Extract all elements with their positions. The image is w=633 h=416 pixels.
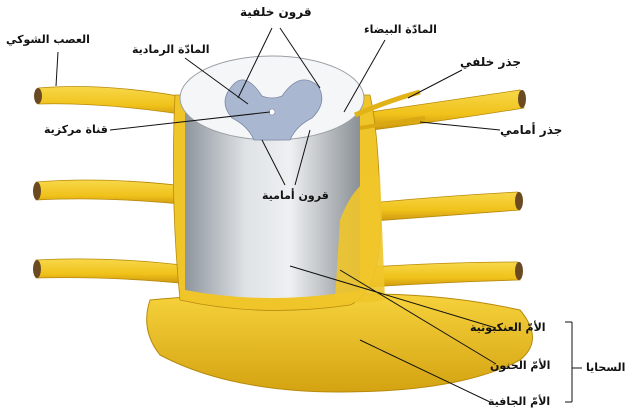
leader-dorsal-root (408, 70, 462, 98)
nerve-end-cap (515, 192, 523, 210)
dura-mater-base (147, 294, 533, 392)
label-posterior-horns: قرون خلفية (240, 6, 312, 18)
label-dura-mater: الأمّ الجافية (488, 396, 550, 407)
label-arachnoid: الأمّ العنكبوتية (470, 322, 546, 333)
nerve-end-cap (515, 262, 523, 280)
nerve-end-cap (33, 182, 41, 200)
label-ventral-root: جذر أمامي (500, 124, 562, 136)
label-gray-matter: المادّة الرمادية (132, 44, 210, 55)
label-meninges: السحايا (586, 362, 625, 373)
label-dorsal-root: جذر خلفي (460, 56, 521, 68)
leader-ventral-root (420, 122, 500, 130)
nerve-end-cap (34, 88, 42, 104)
label-spinal-nerve: العصب الشوكي (6, 34, 90, 45)
label-pia-mater: الأمّ الحنون (490, 360, 550, 371)
spinal-nerve-low-left (36, 259, 190, 284)
label-white-matter: المادّة البيضاء (364, 24, 437, 35)
leader-spinal-nerve (56, 52, 58, 86)
spinal-nerve-mid-right (360, 192, 520, 222)
nerve-end-cap (33, 260, 41, 278)
label-central-canal: قناة مركزية (44, 124, 108, 135)
label-anterior-horns: قرون أمامية (262, 190, 329, 201)
nerve-end-cap (518, 90, 526, 108)
